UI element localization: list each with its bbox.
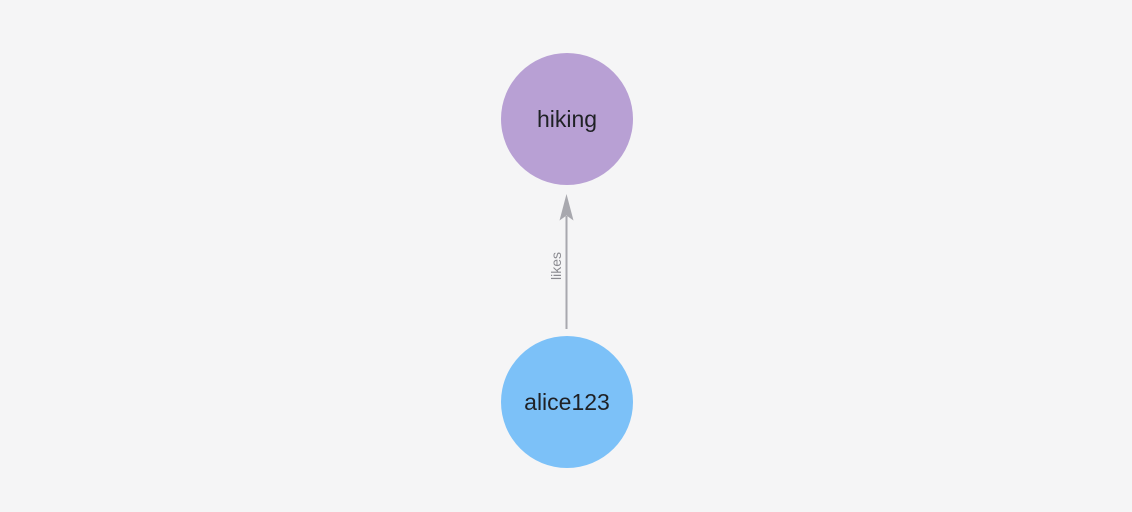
edge-arrowhead-icon <box>559 194 574 221</box>
node-circle[interactable] <box>501 53 633 185</box>
node-hiking[interactable]: hiking <box>501 53 633 185</box>
node-alice123[interactable]: alice123 <box>501 336 633 468</box>
node-circle[interactable] <box>501 336 633 468</box>
